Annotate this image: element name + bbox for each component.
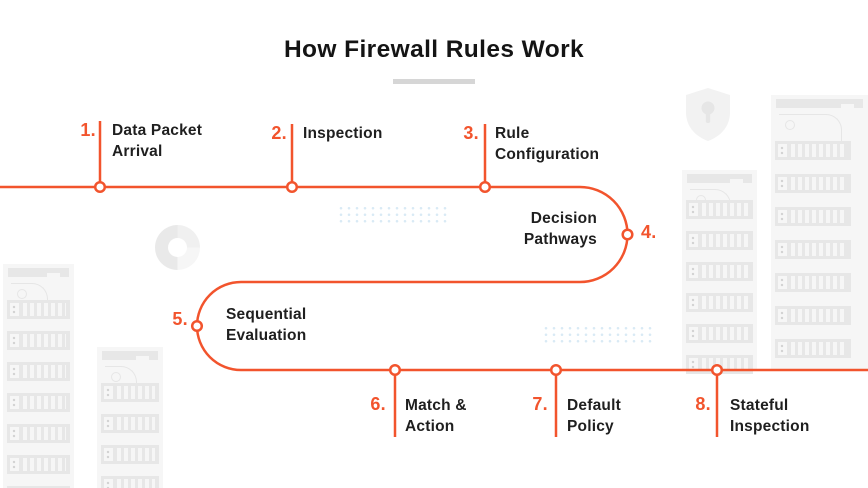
rack-top-bar — [687, 174, 752, 183]
step-label-4: Decision Pathways — [523, 210, 597, 248]
rack-top-bar — [776, 99, 863, 108]
step-label-3: Rule Configuration — [495, 125, 600, 163]
server-unit-icon — [686, 293, 753, 312]
server-unit-icon — [775, 273, 851, 292]
server-unit-icon — [686, 262, 753, 281]
rack-cables-icon — [103, 362, 147, 393]
step3-node — [478, 180, 492, 194]
server-unit-icon — [101, 476, 159, 488]
flow-line — [0, 185, 868, 372]
shield-lock-icon — [686, 88, 730, 141]
step7-node — [549, 363, 563, 377]
server-unit-icon — [775, 141, 851, 160]
server-unit-icon — [775, 207, 851, 226]
rack-rows — [101, 383, 159, 488]
server-unit-icon — [7, 300, 70, 319]
dot-grid-decoration — [337, 205, 449, 223]
server-unit-icon — [775, 240, 851, 259]
server-unit-icon — [686, 231, 753, 250]
server-unit-icon — [686, 324, 753, 343]
step-number-1: 1. — [80, 120, 96, 140]
rack-rows — [775, 141, 851, 370]
server-unit-icon — [7, 424, 70, 443]
server-unit-icon — [101, 445, 159, 464]
server-unit-icon — [775, 174, 851, 193]
title-underline — [393, 79, 475, 84]
donut-ring-icon — [155, 225, 200, 270]
server-unit-icon — [775, 306, 851, 325]
server-unit-icon — [686, 200, 753, 219]
step6-node — [388, 363, 402, 377]
server-unit-icon — [775, 339, 851, 358]
step-number-4: 4. — [641, 222, 657, 242]
server-unit-icon — [7, 455, 70, 474]
rack-top-bar — [102, 351, 158, 360]
step-label-7: Default Policy — [567, 397, 621, 435]
step5-node — [190, 319, 204, 333]
dot-grid-decoration — [542, 325, 654, 343]
step-number-7: 7. — [532, 394, 548, 414]
rack-top-bar — [8, 268, 69, 277]
server-rack-icon — [682, 170, 757, 374]
step-label-6: Match & Action — [405, 397, 467, 435]
step-number-8: 8. — [695, 394, 711, 414]
step4-node — [621, 228, 634, 241]
server-rack-icon — [97, 347, 163, 488]
server-unit-icon — [101, 383, 159, 402]
step-label-5: Sequential Evaluation — [226, 306, 307, 344]
server-rack-icon — [771, 95, 868, 370]
rack-cables-icon — [777, 110, 852, 141]
page-title: How Firewall Rules Work — [283, 36, 585, 63]
step-label-1: Data Packet Arrival — [112, 122, 203, 160]
title-block: How Firewall Rules Work — [0, 36, 868, 64]
server-unit-icon — [7, 362, 70, 381]
step-number-3: 3. — [463, 123, 479, 143]
step-number-2: 2. — [271, 123, 287, 143]
step-label-2: Inspection — [303, 125, 383, 142]
step-number-5: 5. — [172, 309, 188, 329]
step2-node — [285, 180, 299, 194]
step-label-8: Stateful Inspection — [730, 397, 810, 435]
server-unit-icon — [7, 393, 70, 412]
server-unit-icon — [7, 486, 70, 488]
server-rack-icon — [3, 264, 74, 488]
rack-cables-icon — [9, 279, 58, 310]
server-unit-icon — [101, 414, 159, 433]
step8-node — [710, 363, 724, 377]
step-number-6: 6. — [370, 394, 386, 414]
rack-rows — [7, 300, 70, 488]
server-unit-icon — [7, 331, 70, 350]
step1-node — [93, 180, 107, 194]
